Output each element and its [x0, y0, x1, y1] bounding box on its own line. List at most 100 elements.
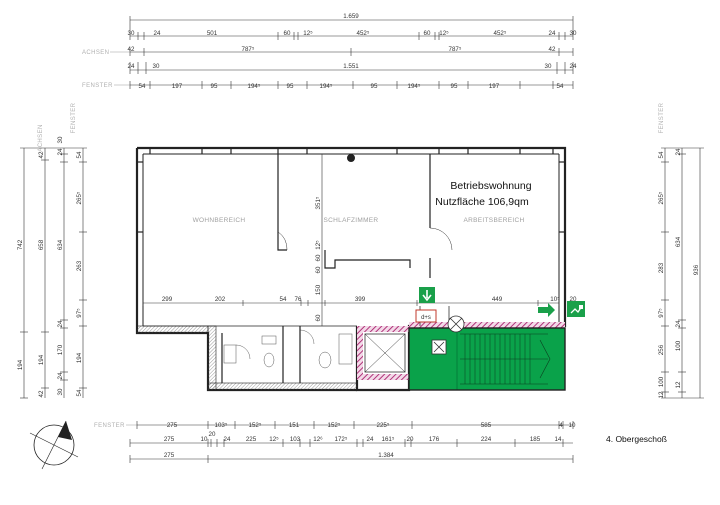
dim-seg: 452⁵	[494, 30, 507, 37]
dim-interior: 76	[295, 296, 302, 303]
exit-sign-runner-icon	[567, 301, 585, 317]
dim-right: 100	[658, 376, 665, 387]
dim-bottom-total: 1.384	[378, 452, 394, 459]
dim-bottom: 20	[209, 431, 216, 438]
smoke-detector-label: d+s	[421, 315, 431, 321]
exit-arrow-right-icon	[538, 303, 555, 317]
dim-seg: 54	[557, 83, 564, 90]
dim-seg: 197	[172, 83, 183, 90]
dim-total-row3: 1.551	[343, 63, 359, 70]
right-dimension-chains: FENSTER 54 265⁵ 283 97⁵ 256 100 12 24 63…	[658, 102, 704, 398]
dim-right: 936	[693, 264, 700, 275]
bottom-dimension-chains: FENSTER 275 103⁵ 152⁵ 151 152⁵ 225⁵ 585 …	[94, 421, 576, 463]
dim-left: 54	[76, 151, 83, 158]
dim-left: 42	[38, 390, 45, 397]
dim-bottom: 585	[481, 422, 492, 429]
dim-seg: 54	[139, 83, 146, 90]
dim-left: 742	[17, 239, 24, 250]
fire-damper-icon	[447, 315, 465, 333]
dim-bottom: 10	[201, 436, 208, 443]
dim-bottom: 12⁵	[269, 436, 279, 443]
dim-left: 30	[57, 136, 64, 143]
dim-left: 194	[76, 352, 83, 363]
dim-seg: 24	[549, 30, 556, 37]
dim-seg: 95	[287, 83, 294, 90]
dim-right: 265⁵	[658, 191, 665, 204]
dim-left: 194	[17, 359, 24, 370]
dim-bottom: 225	[246, 436, 257, 443]
dim-right: 12	[675, 381, 682, 388]
fenster-label-left: FENSTER	[71, 102, 77, 133]
dim-seg: 30	[570, 30, 577, 37]
fenster-label-bottom: FENSTER	[94, 423, 125, 429]
interior-walls	[221, 154, 453, 383]
dim-right: 100	[675, 340, 682, 351]
interior-dimensions: 299 202 54 76 399 449 10⁵ 20 351⁵ 60 12⁵…	[142, 154, 577, 326]
dim-seg: 787⁵	[242, 46, 255, 53]
dim-interior: 10⁵	[550, 296, 560, 303]
dim-interior: 20	[570, 296, 577, 303]
dim-seg: 30	[128, 30, 135, 37]
dim-seg: 60	[424, 30, 431, 37]
dim-bottom: 185	[530, 436, 541, 443]
dim-interior: 54	[280, 296, 287, 303]
dim-seg: 95	[371, 83, 378, 90]
dim-bottom: 225⁵	[377, 422, 390, 429]
dim-right: 634	[675, 236, 682, 247]
left-dimension-chains: ACHSEN FENSTER 742 194 658 194 42 42 24 …	[17, 102, 87, 399]
dim-bottom: 275	[164, 436, 175, 443]
dim-bottom: 103	[290, 436, 301, 443]
dim-left: 24	[57, 320, 64, 327]
fire-wall-boundary	[357, 322, 565, 380]
dim-interior-v: 12⁵	[315, 240, 322, 250]
dim-left: 265⁵	[76, 191, 83, 204]
dim-interior-v: 351⁵	[315, 196, 322, 209]
dim-interior-v: 60	[315, 254, 322, 261]
dim-seg: 42	[549, 46, 556, 53]
room-label-arbeitsbereich: ARBEITSBEREICH	[464, 217, 525, 224]
dim-seg: 24	[154, 30, 161, 37]
dim-bottom: 152⁵	[328, 422, 341, 429]
dim-right: 12	[658, 391, 665, 398]
dim-left: 97⁵	[76, 308, 83, 318]
dim-seg: 42	[128, 46, 135, 53]
fenster-label-right: FENSTER	[659, 102, 665, 133]
dim-seg: 95	[451, 83, 458, 90]
fenster-label-top: FENSTER	[82, 83, 113, 89]
dim-seg: 197	[489, 83, 500, 90]
dim-bottom: 275	[167, 422, 178, 429]
dim-interior-v: 60	[315, 266, 322, 273]
dim-seg: 12⁵	[303, 30, 313, 37]
north-arrow-icon	[29, 420, 79, 470]
dim-bottom: 12⁶	[313, 436, 323, 443]
dim-right: 97⁵	[658, 308, 665, 318]
achsen-label: ACHSEN	[82, 50, 109, 56]
dim-bottom: 172⁵	[335, 436, 348, 443]
dim-seg: 30	[545, 63, 552, 70]
dim-bottom: 103⁵	[215, 422, 228, 429]
dim-seg: 95	[211, 83, 218, 90]
dim-bottom: 24	[224, 436, 231, 443]
achsen-label-left: ACHSEN	[38, 124, 44, 151]
dim-interior: 202	[215, 296, 226, 303]
dim-seg: 194⁵	[320, 83, 333, 90]
dim-left: 658	[38, 239, 45, 250]
dim-left: 30	[57, 388, 64, 395]
dim-bottom: 161⁵	[382, 436, 395, 443]
apartment-name: Betriebswohnung	[450, 180, 531, 192]
dim-seg: 194⁵	[408, 83, 421, 90]
dim-left: 634	[57, 239, 64, 250]
dim-left: 54	[76, 389, 83, 396]
dim-bottom: 10	[569, 422, 576, 429]
dim-interior: 299	[162, 296, 173, 303]
dim-bottom: 14	[555, 436, 562, 443]
dim-left: 24	[57, 148, 64, 155]
dim-seg: 787⁵	[449, 46, 462, 53]
stairwell-area	[408, 327, 566, 391]
fire-alarm-icon	[431, 339, 447, 355]
dim-right: 54	[658, 151, 665, 158]
floor-label: 4. Obergeschoß	[606, 434, 667, 444]
building-outline	[135, 146, 567, 392]
dim-left: 24	[57, 372, 64, 379]
